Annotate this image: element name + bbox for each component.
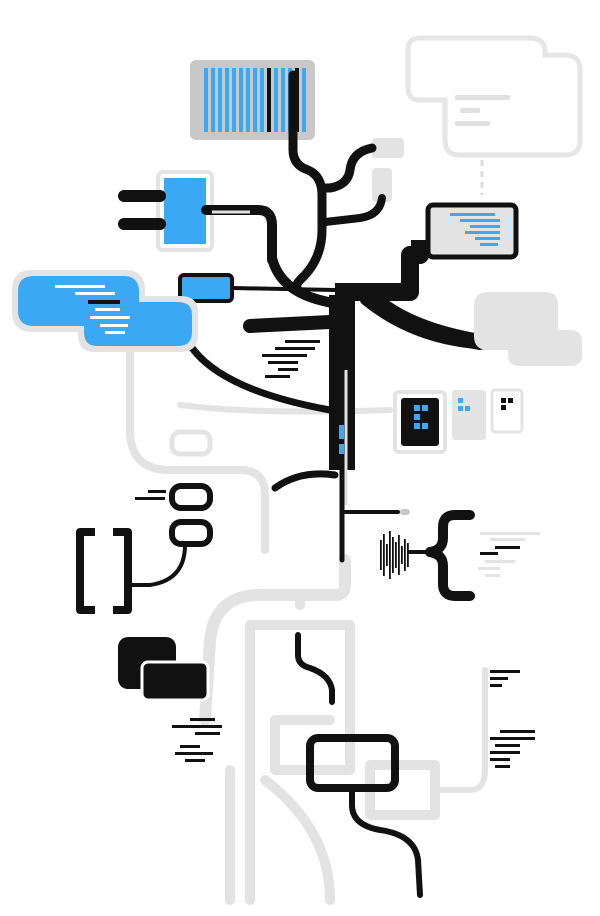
chain-link-icon xyxy=(130,483,213,587)
equalizer-bars xyxy=(380,531,409,579)
equalizer-bar xyxy=(398,535,400,575)
stacked-squares-icon xyxy=(118,637,210,702)
barcode-bar xyxy=(225,68,229,132)
cloud-line-1 xyxy=(455,95,510,100)
barcode-bar xyxy=(211,68,215,132)
barcode-bar xyxy=(239,68,243,132)
bracket-right xyxy=(113,528,132,614)
trunk-blue-mark-2 xyxy=(339,444,344,454)
monitor-card-icon xyxy=(425,202,519,260)
tree-branch-plug xyxy=(267,253,345,310)
plug-prong-top xyxy=(118,190,166,202)
equalizer-bracket-icon xyxy=(380,510,540,601)
grey-pipe-ribbon xyxy=(177,402,393,415)
barcode-bar xyxy=(302,68,306,132)
tree-branch-left-curve xyxy=(186,341,334,414)
plug-icon xyxy=(118,170,277,265)
barcode-bar xyxy=(253,68,257,132)
chat-line xyxy=(100,324,128,327)
trunk-branch-dot xyxy=(400,509,410,515)
grid-card-grey xyxy=(452,390,486,440)
equalizer-bar xyxy=(386,544,388,566)
bottom-cable xyxy=(349,787,423,898)
barcode-bar xyxy=(274,68,278,132)
chat-line xyxy=(90,316,130,319)
grey-cloud-shape xyxy=(474,292,582,366)
cloud-line-2 xyxy=(460,108,480,113)
barcode-bar xyxy=(246,68,250,132)
equalizer-bar xyxy=(392,537,394,573)
monitor-lines xyxy=(450,213,500,246)
equalizer-bar xyxy=(389,531,391,579)
grey-pipe-bottom-curve xyxy=(260,775,335,905)
chat-bubble-icon xyxy=(12,270,198,352)
bracket-text-lines xyxy=(478,532,540,577)
grey-pipe-main xyxy=(199,554,351,726)
battery-icon xyxy=(178,273,234,303)
chat-text-lines xyxy=(55,285,130,334)
plug-prong-bottom xyxy=(118,218,166,230)
square-front xyxy=(140,660,210,702)
tree-branch-left-bar xyxy=(243,315,337,333)
chat-line xyxy=(55,285,105,288)
chat-line xyxy=(95,308,120,311)
s-curve xyxy=(295,632,335,705)
bracket-device-icon xyxy=(76,528,132,614)
barcode-bar xyxy=(260,68,264,132)
grey-pipe-lower-right xyxy=(365,760,440,820)
tree-crown xyxy=(335,240,429,301)
battery-body xyxy=(178,273,234,303)
equalizer-bar xyxy=(401,546,403,564)
equalizer-bar xyxy=(407,543,409,567)
equalizer-bar xyxy=(383,534,385,576)
chain-link-bottom xyxy=(169,519,213,547)
trunk-blue-mark-1 xyxy=(339,425,344,439)
grey-pill-left xyxy=(169,429,213,457)
small-connector-top xyxy=(372,138,404,202)
tree-branch-right-fat xyxy=(367,292,488,350)
connector-cap xyxy=(372,138,404,158)
tree-branch-battery xyxy=(230,286,337,292)
plug-body xyxy=(164,178,206,244)
chat-line xyxy=(88,300,120,304)
tree-branch-lower-left xyxy=(271,470,339,492)
grey-pipe-left-drop xyxy=(126,326,269,554)
barcode-bar xyxy=(267,68,271,132)
plug-cable xyxy=(201,205,277,265)
equalizer-bar xyxy=(395,542,397,568)
grey-pipes xyxy=(126,326,488,905)
black-tree xyxy=(186,70,568,563)
bottom-black-elements xyxy=(295,632,423,898)
barcode-bar xyxy=(281,68,285,132)
cloud-outline xyxy=(405,35,583,158)
cloud-card-icon xyxy=(405,35,583,195)
grey-cloud-right-icon xyxy=(474,292,582,366)
tree-branch-connector-2 xyxy=(321,194,386,226)
bracket-left xyxy=(76,528,95,614)
cloud-line-3 xyxy=(455,121,490,126)
right-text-lines xyxy=(490,670,535,768)
bottom-left-text-lines xyxy=(172,718,222,762)
chain-text-lines xyxy=(135,490,166,500)
equalizer-bar xyxy=(404,539,406,571)
text-lines-left xyxy=(262,340,320,378)
equalizer-bar xyxy=(380,540,382,570)
trunk-details xyxy=(339,370,410,515)
tree-branch-connector xyxy=(317,143,377,193)
barcode-bar xyxy=(232,68,236,132)
chat-line xyxy=(75,292,115,295)
grid-window-icon xyxy=(393,388,524,454)
chain-link-top xyxy=(169,483,213,511)
barcode-bar xyxy=(218,68,222,132)
chain-cable xyxy=(130,544,187,587)
grid-card-white xyxy=(490,388,524,434)
curly-bracket xyxy=(425,510,475,601)
grid-window-screen xyxy=(401,398,439,446)
connector-body xyxy=(372,168,392,202)
chat-line xyxy=(105,331,125,334)
barcode-bar xyxy=(204,68,208,132)
grey-pipe-right-connector xyxy=(432,667,488,793)
